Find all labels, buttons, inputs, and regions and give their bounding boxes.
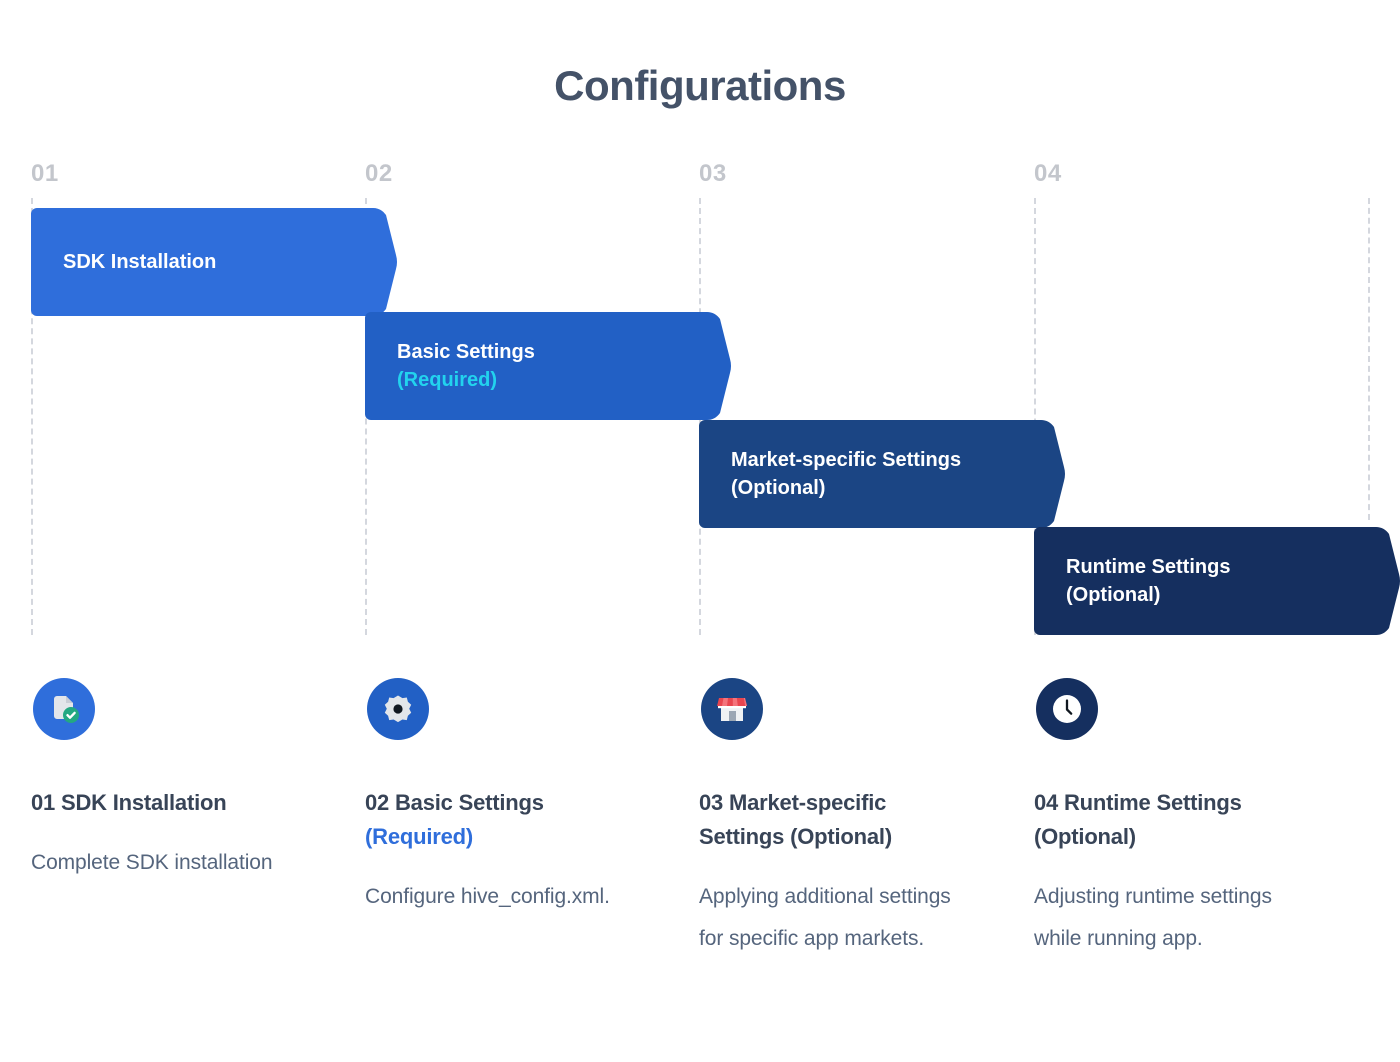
caption-title-accent-02: (Required)	[365, 824, 474, 850]
column-guide-end	[1368, 198, 1370, 520]
arrow-sub-label-02: (Required)	[397, 369, 497, 391]
arrow-tip-02	[685, 312, 731, 420]
arrow-step-04[interactable]: Runtime Settings (Optional)	[1034, 527, 1400, 635]
document-check-icon	[54, 696, 79, 723]
icon-circle-01[interactable]	[33, 678, 95, 740]
caption-desc-01: Complete SDK installation	[31, 851, 273, 875]
caption-desc-03: Applying additional settings for specifi…	[699, 885, 951, 950]
caption-title-01: 01 SDK Installation	[31, 786, 331, 820]
caption-title-04: 04 Runtime Settings (Optional)	[1034, 786, 1324, 854]
arrow-step-02[interactable]: Basic Settings (Required)	[365, 312, 731, 420]
page-title: Configurations	[554, 62, 846, 109]
arrow-sub-label-04: (Optional)	[1066, 584, 1161, 606]
caption-02: 02 Basic Settings (Required) Configure h…	[365, 786, 635, 918]
caption-title-text-04: 04 Runtime Settings (Optional)	[1034, 790, 1242, 850]
store-icon	[717, 698, 747, 721]
caption-title-text-03: 03 Market-specific Settings (Optional)	[699, 790, 892, 850]
column-guide-01	[31, 198, 33, 635]
caption-desc-04: Adjusting runtime settings while running…	[1034, 885, 1272, 950]
arrow-tip-03	[1019, 420, 1065, 528]
step-number-04: 04	[1034, 160, 1062, 187]
icon-circle-03[interactable]	[701, 678, 763, 740]
step-number-03: 03	[699, 160, 727, 187]
caption-title-03: 03 Market-specific Settings (Optional)	[699, 786, 971, 854]
caption-title-text-02: 02 Basic Settings	[365, 790, 544, 815]
arrow-main-label-04: Runtime Settings	[1066, 555, 1231, 578]
arrow-tip-04	[1354, 527, 1400, 635]
caption-01: 01 SDK Installation Complete SDK install…	[31, 786, 331, 884]
arrow-step-03[interactable]: Market-specific Settings (Optional)	[699, 420, 1065, 528]
caption-desc-02: Configure hive_config.xml.	[365, 885, 610, 909]
step-number-02: 02	[365, 160, 393, 187]
arrow-label-02: Basic Settings (Required)	[397, 338, 535, 395]
arrow-tip-01	[351, 208, 397, 316]
arrow-label-04: Runtime Settings (Optional)	[1066, 553, 1230, 610]
column-guide-04	[1034, 198, 1036, 635]
arrow-label-03: Market-specific Settings (Optional)	[731, 446, 961, 503]
arrow-label-01: SDK Installation	[63, 248, 216, 276]
icon-circle-02[interactable]	[367, 678, 429, 740]
step-number-01: 01	[31, 160, 59, 187]
arrow-main-label-02: Basic Settings	[397, 340, 535, 363]
arrow-sub-label-03: (Optional)	[731, 477, 826, 499]
caption-04: 04 Runtime Settings (Optional) Adjusting…	[1034, 786, 1324, 959]
caption-03: 03 Market-specific Settings (Optional) A…	[699, 786, 971, 959]
caption-title-text-01: 01 SDK Installation	[31, 790, 227, 815]
caption-title-02: 02 Basic Settings (Required)	[365, 786, 635, 854]
arrow-main-label-03: Market-specific Settings	[731, 448, 962, 471]
arrow-step-01[interactable]: SDK Installation	[31, 208, 397, 316]
clock-icon	[1053, 695, 1081, 723]
icon-circle-04[interactable]	[1036, 678, 1098, 740]
arrow-main-label-01: SDK Installation	[63, 250, 217, 273]
gear-icon	[384, 695, 412, 723]
